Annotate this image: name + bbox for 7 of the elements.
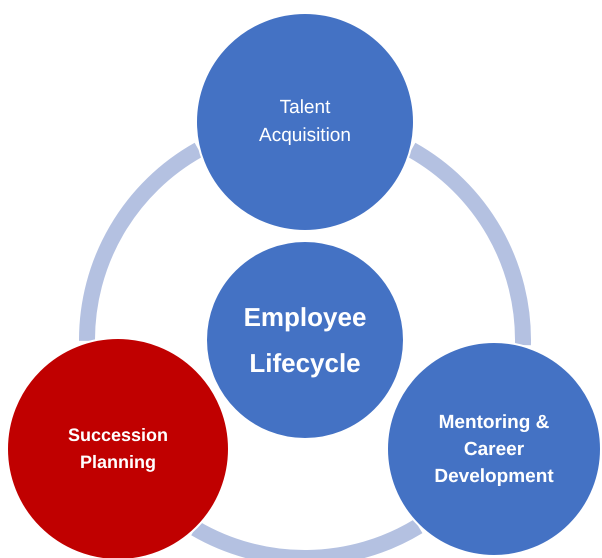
ring-arc xyxy=(192,519,422,558)
node-label: Employee Lifecycle xyxy=(242,301,368,380)
ring-arc xyxy=(79,143,203,342)
node-label: Mentoring & Career Development xyxy=(433,410,555,488)
ring-arc xyxy=(407,143,531,346)
node-label: Talent Acquisition xyxy=(258,96,352,148)
node-label: Succession Planning xyxy=(66,424,170,474)
